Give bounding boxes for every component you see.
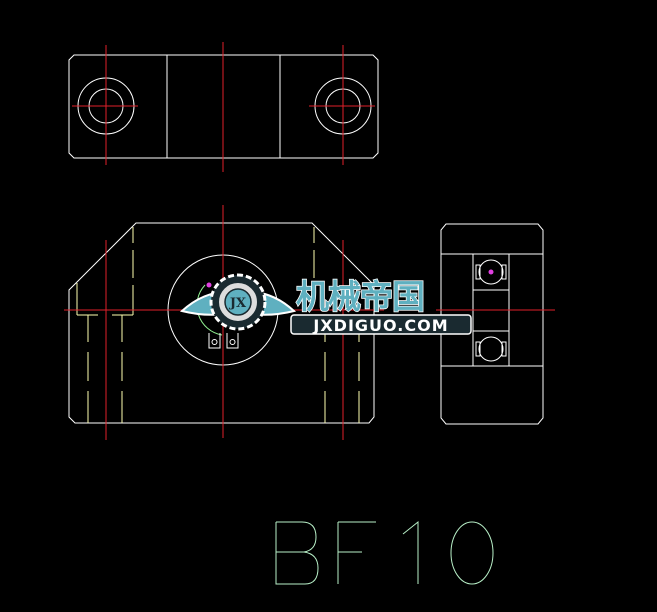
front-view-hidden-lines [76, 227, 360, 423]
side-view [436, 223, 555, 425]
part-label [275, 520, 494, 585]
watermark-badge-text: JX [229, 296, 247, 311]
top-view [68, 42, 379, 172]
watermark-logo: JX 机械帝国 JXDIGUO.COM [179, 273, 472, 335]
side-view-point-marker [488, 269, 494, 275]
front-view-outline [68, 222, 375, 424]
watermark-en-text: JXDIGUO.COM [312, 316, 448, 335]
top-view-centerlines [72, 42, 375, 172]
watermark-cn-text: 机械帝国 [296, 277, 424, 316]
front-view-point-marker [206, 282, 212, 288]
front-view-inner-arc [196, 284, 223, 336]
front-view-tabs [208, 333, 239, 349]
side-view-outline [440, 223, 544, 425]
top-view-outline [68, 54, 379, 159]
